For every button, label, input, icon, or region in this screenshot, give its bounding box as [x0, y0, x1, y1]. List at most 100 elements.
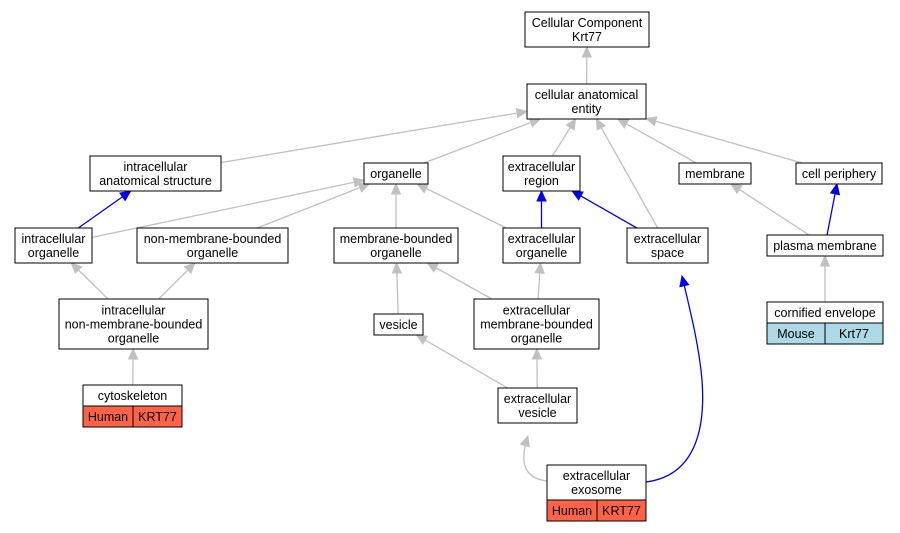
node-cp[interactable]: cell periphery	[795, 162, 883, 185]
edge-line	[423, 121, 532, 164]
node-box	[524, 11, 650, 48]
edge-arrowhead	[531, 347, 543, 360]
edge-arrowhead	[528, 117, 542, 128]
node-label-line: extracellular	[563, 469, 630, 483]
node-label-line: intracellular	[22, 232, 86, 246]
edge-arrowhead	[426, 262, 440, 273]
node-label-line: membrane-bounded	[480, 318, 593, 332]
edge-arrowhead	[616, 118, 630, 129]
edge-line	[645, 275, 704, 483]
node-label-line: plasma membrane	[773, 239, 877, 253]
edge-arrowhead	[644, 116, 658, 127]
node-label-line: organelle	[370, 167, 421, 181]
node-inmbo[interactable]: intracellularnon-membrane-boundedorganel…	[58, 298, 209, 350]
edge-arrowhead	[127, 347, 139, 360]
edge-line	[158, 269, 189, 300]
edge-ves-to-mbo	[391, 261, 403, 315]
node-label-line: extracellular	[634, 232, 701, 246]
node-label-line: cell periphery	[802, 167, 877, 181]
node-box	[502, 227, 581, 264]
edge-pm-to-cp	[826, 182, 841, 236]
node-box	[626, 227, 709, 264]
gene-cell	[824, 322, 884, 345]
edge-mbo-to-org	[390, 182, 402, 228]
edge-cp-to-cae	[644, 116, 803, 164]
edge-line	[580, 195, 638, 229]
node-label-line: membrane	[685, 167, 745, 181]
edge-arrowhead	[415, 334, 429, 345]
node-box	[497, 387, 578, 424]
species-label: Human	[88, 410, 128, 424]
node-org[interactable]: organelle	[363, 162, 429, 185]
node-mem[interactable]: membrane	[678, 162, 752, 185]
gene-cell	[132, 405, 183, 428]
node-box	[795, 162, 883, 185]
node-box	[473, 298, 600, 350]
edge-arrowhead	[829, 182, 841, 196]
edge-line	[256, 187, 361, 229]
edge-line	[424, 339, 508, 389]
node-label-line: vesicle	[379, 318, 417, 332]
node-label-line: exosome	[571, 483, 622, 497]
edge-arrowhead	[390, 182, 402, 195]
edge-nmbo-to-org	[256, 182, 371, 229]
node-label-line: extracellular	[508, 232, 575, 246]
node-ves[interactable]: vesicle	[373, 313, 424, 336]
edge-arrowhead	[595, 117, 607, 131]
edge-line	[220, 112, 518, 164]
edge-embo-to-mbo	[426, 262, 493, 300]
edge-inmbo-to-io	[70, 262, 109, 300]
node-label-line: organelle	[511, 332, 562, 346]
edge-embo-to-eo	[534, 261, 545, 300]
edge-line	[739, 188, 810, 236]
node-label-line: Cellular Component	[532, 16, 643, 30]
edge-ev-to-embo	[531, 347, 543, 389]
edge-arrowhead	[391, 261, 403, 274]
node-label-line: vesicle	[518, 406, 556, 420]
species-label: Mouse	[777, 327, 815, 341]
node-label-line: organelle	[516, 246, 567, 260]
edge-cen-to-pm	[819, 254, 831, 302]
edge-ev-to-ves	[415, 334, 508, 389]
species-badge: Human KRT77	[82, 405, 183, 428]
node-pm[interactable]: plasma membrane	[766, 234, 884, 257]
edge-io-to-ias	[77, 190, 132, 229]
gene-label: KRT77	[138, 410, 177, 424]
gene-label: KRT77	[602, 504, 641, 518]
node-box	[363, 162, 429, 185]
edge-inmbo-to-nmbo	[158, 262, 196, 300]
node-box	[136, 227, 289, 264]
node-label-line: entity	[572, 102, 603, 116]
edge-line	[396, 272, 399, 315]
edge-eo-to-er	[536, 189, 547, 228]
node-label-line: extracellular	[503, 304, 570, 318]
edges-layer	[70, 45, 841, 483]
edge-line	[826, 193, 836, 236]
node-label-line: organelle	[187, 246, 238, 260]
edge-arrowhead	[119, 190, 132, 202]
node-label-line: organelle	[28, 246, 79, 260]
edge-arrowhead	[536, 189, 547, 202]
node-label-line: cytoskeleton	[98, 389, 168, 403]
node-label-line: intracellular	[124, 160, 188, 174]
node-box	[89, 155, 222, 192]
edge-line	[435, 267, 493, 300]
node-label-line: non-membrane-bounded	[144, 232, 282, 246]
